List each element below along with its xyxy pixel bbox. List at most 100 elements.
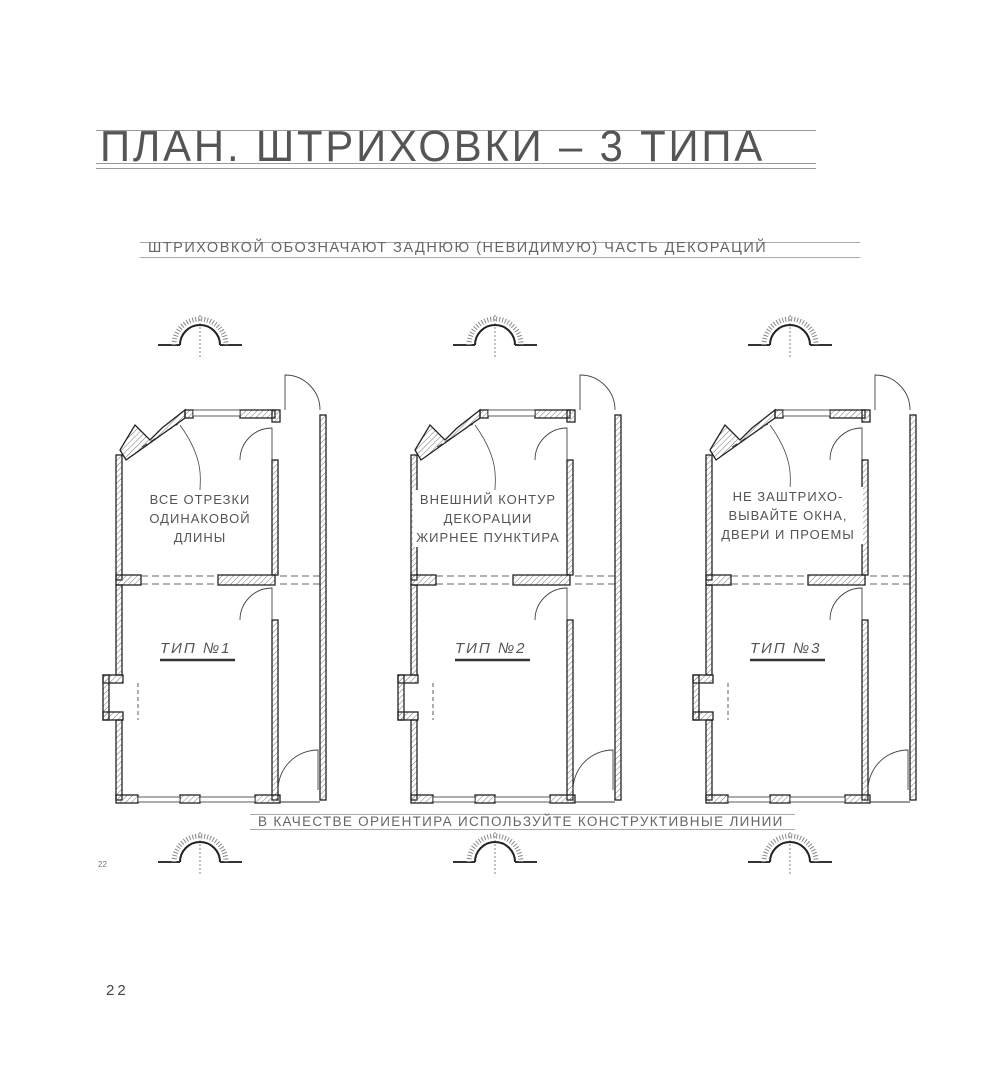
- wall: [566, 459, 574, 576]
- wall: [861, 409, 871, 423]
- bottom-note: В КАЧЕСТВЕ ОРИЕНТИРА ИСПОЛЬЗУЙТЕ КОНСТРУ…: [258, 814, 784, 829]
- wall: [179, 794, 201, 804]
- plan-3-label: ТИП №3: [750, 640, 822, 657]
- plan-1-note: ВСЕ ОТРЕЗКИ ОДИНАКОВОЙ ДЛИНЫ: [140, 490, 260, 547]
- corner-wall: [119, 408, 186, 461]
- arch-symbol: [179, 841, 221, 863]
- wall: [271, 459, 279, 576]
- plan-2-label: ТИП №2: [455, 640, 527, 657]
- wall: [549, 794, 576, 804]
- wall: [474, 794, 496, 804]
- note-line: ВСЕ ОТРЕЗКИ: [149, 492, 251, 507]
- wall: [705, 584, 713, 676]
- note-line: ДЛИНЫ: [173, 530, 227, 545]
- wall: [512, 574, 571, 586]
- note-line: ВНЕШНИЙ КОНТУР: [419, 492, 557, 507]
- wall: [410, 794, 434, 804]
- note-line: ДВЕРИ И ПРОЕМЫ: [721, 527, 855, 542]
- door-swing: [867, 749, 909, 791]
- note-line: ЖИРНЕЕ ПУНКТИРА: [416, 530, 560, 545]
- wall: [217, 574, 276, 586]
- wall: [614, 414, 622, 801]
- door-swing: [534, 587, 568, 621]
- wall: [566, 619, 574, 801]
- window: [432, 796, 476, 803]
- wall: [115, 584, 123, 676]
- arch-symbol: [769, 324, 811, 346]
- plan-1-label: ТИП №1: [160, 640, 232, 657]
- wall: [115, 794, 139, 804]
- window: [782, 409, 831, 417]
- door-swing: [579, 374, 616, 411]
- bottom-note-guide-line: [250, 814, 795, 815]
- small-page-number: 22: [98, 860, 107, 869]
- door-swing: [874, 374, 911, 411]
- bottom-note-guide-line: [250, 829, 795, 830]
- corner-wall: [709, 408, 776, 461]
- wall: [705, 794, 729, 804]
- plan-3-note: НЕ ЗАШТРИХО- ВЫВАЙТЕ ОКНА, ДВЕРИ И ПРОЕМ…: [713, 487, 863, 544]
- line: [731, 423, 769, 448]
- wall: [829, 409, 866, 419]
- line: [436, 423, 474, 448]
- wall: [115, 574, 142, 586]
- note-line: ОДИНАКОВОЙ: [149, 511, 251, 526]
- wall: [115, 719, 123, 801]
- wall: [184, 409, 194, 419]
- wall: [410, 719, 418, 801]
- note-line: ВЫВАЙТЕ ОКНА,: [728, 508, 848, 523]
- door-swing: [534, 427, 568, 461]
- wall: [909, 414, 917, 801]
- wall: [479, 409, 489, 419]
- wall: [566, 409, 576, 423]
- page-number: 22: [106, 982, 129, 999]
- wall: [254, 794, 281, 804]
- wall: [692, 674, 700, 721]
- subtitle-guide-line: [140, 242, 860, 243]
- window: [727, 796, 771, 803]
- page-title: ПЛАН. ШТРИХОВКИ – 3 ТИПА: [100, 122, 766, 171]
- door-swing: [239, 427, 273, 461]
- wall: [705, 574, 732, 586]
- wall: [844, 794, 871, 804]
- door-swing: [829, 427, 863, 461]
- arch-symbol: [769, 841, 811, 863]
- window: [137, 796, 181, 803]
- window: [494, 796, 551, 803]
- subtitle: ШТРИХОВКОЙ ОБОЗНАЧАЮТ ЗАДНЮЮ (НЕВИДИМУЮ)…: [148, 240, 768, 256]
- title-guide-line: [96, 130, 816, 131]
- title-guide-line: [96, 163, 816, 164]
- arch-symbol: [179, 324, 221, 346]
- leader-arrow: [769, 424, 791, 491]
- door-swing: [284, 374, 321, 411]
- wall: [239, 409, 276, 419]
- leader-arrow: [179, 424, 201, 491]
- line: [141, 423, 179, 448]
- wall: [410, 584, 418, 676]
- wall: [271, 409, 281, 423]
- note-line: НЕ ЗАШТРИХО-: [732, 489, 844, 504]
- door-swing: [829, 587, 863, 621]
- wall: [397, 674, 405, 721]
- wall: [115, 454, 123, 581]
- wall: [271, 619, 279, 801]
- title-guide-line: [96, 168, 816, 169]
- corner-wall: [414, 408, 481, 461]
- window: [192, 409, 241, 417]
- wall: [319, 414, 327, 801]
- leader-arrow: [474, 424, 496, 491]
- wall: [410, 574, 437, 586]
- plan-2-note: ВНЕШНИЙ КОНТУР ДЕКОРАЦИИ ЖИРНЕЕ ПУНКТИРА: [413, 490, 563, 547]
- wall: [774, 409, 784, 419]
- subtitle-guide-line: [140, 257, 860, 258]
- door-swing: [239, 587, 273, 621]
- wall: [807, 574, 866, 586]
- door-swing: [572, 749, 614, 791]
- window: [487, 409, 536, 417]
- door-swing: [277, 749, 319, 791]
- wall: [705, 454, 713, 581]
- wall: [534, 409, 571, 419]
- note-line: ДЕКОРАЦИИ: [443, 511, 533, 526]
- wall: [769, 794, 791, 804]
